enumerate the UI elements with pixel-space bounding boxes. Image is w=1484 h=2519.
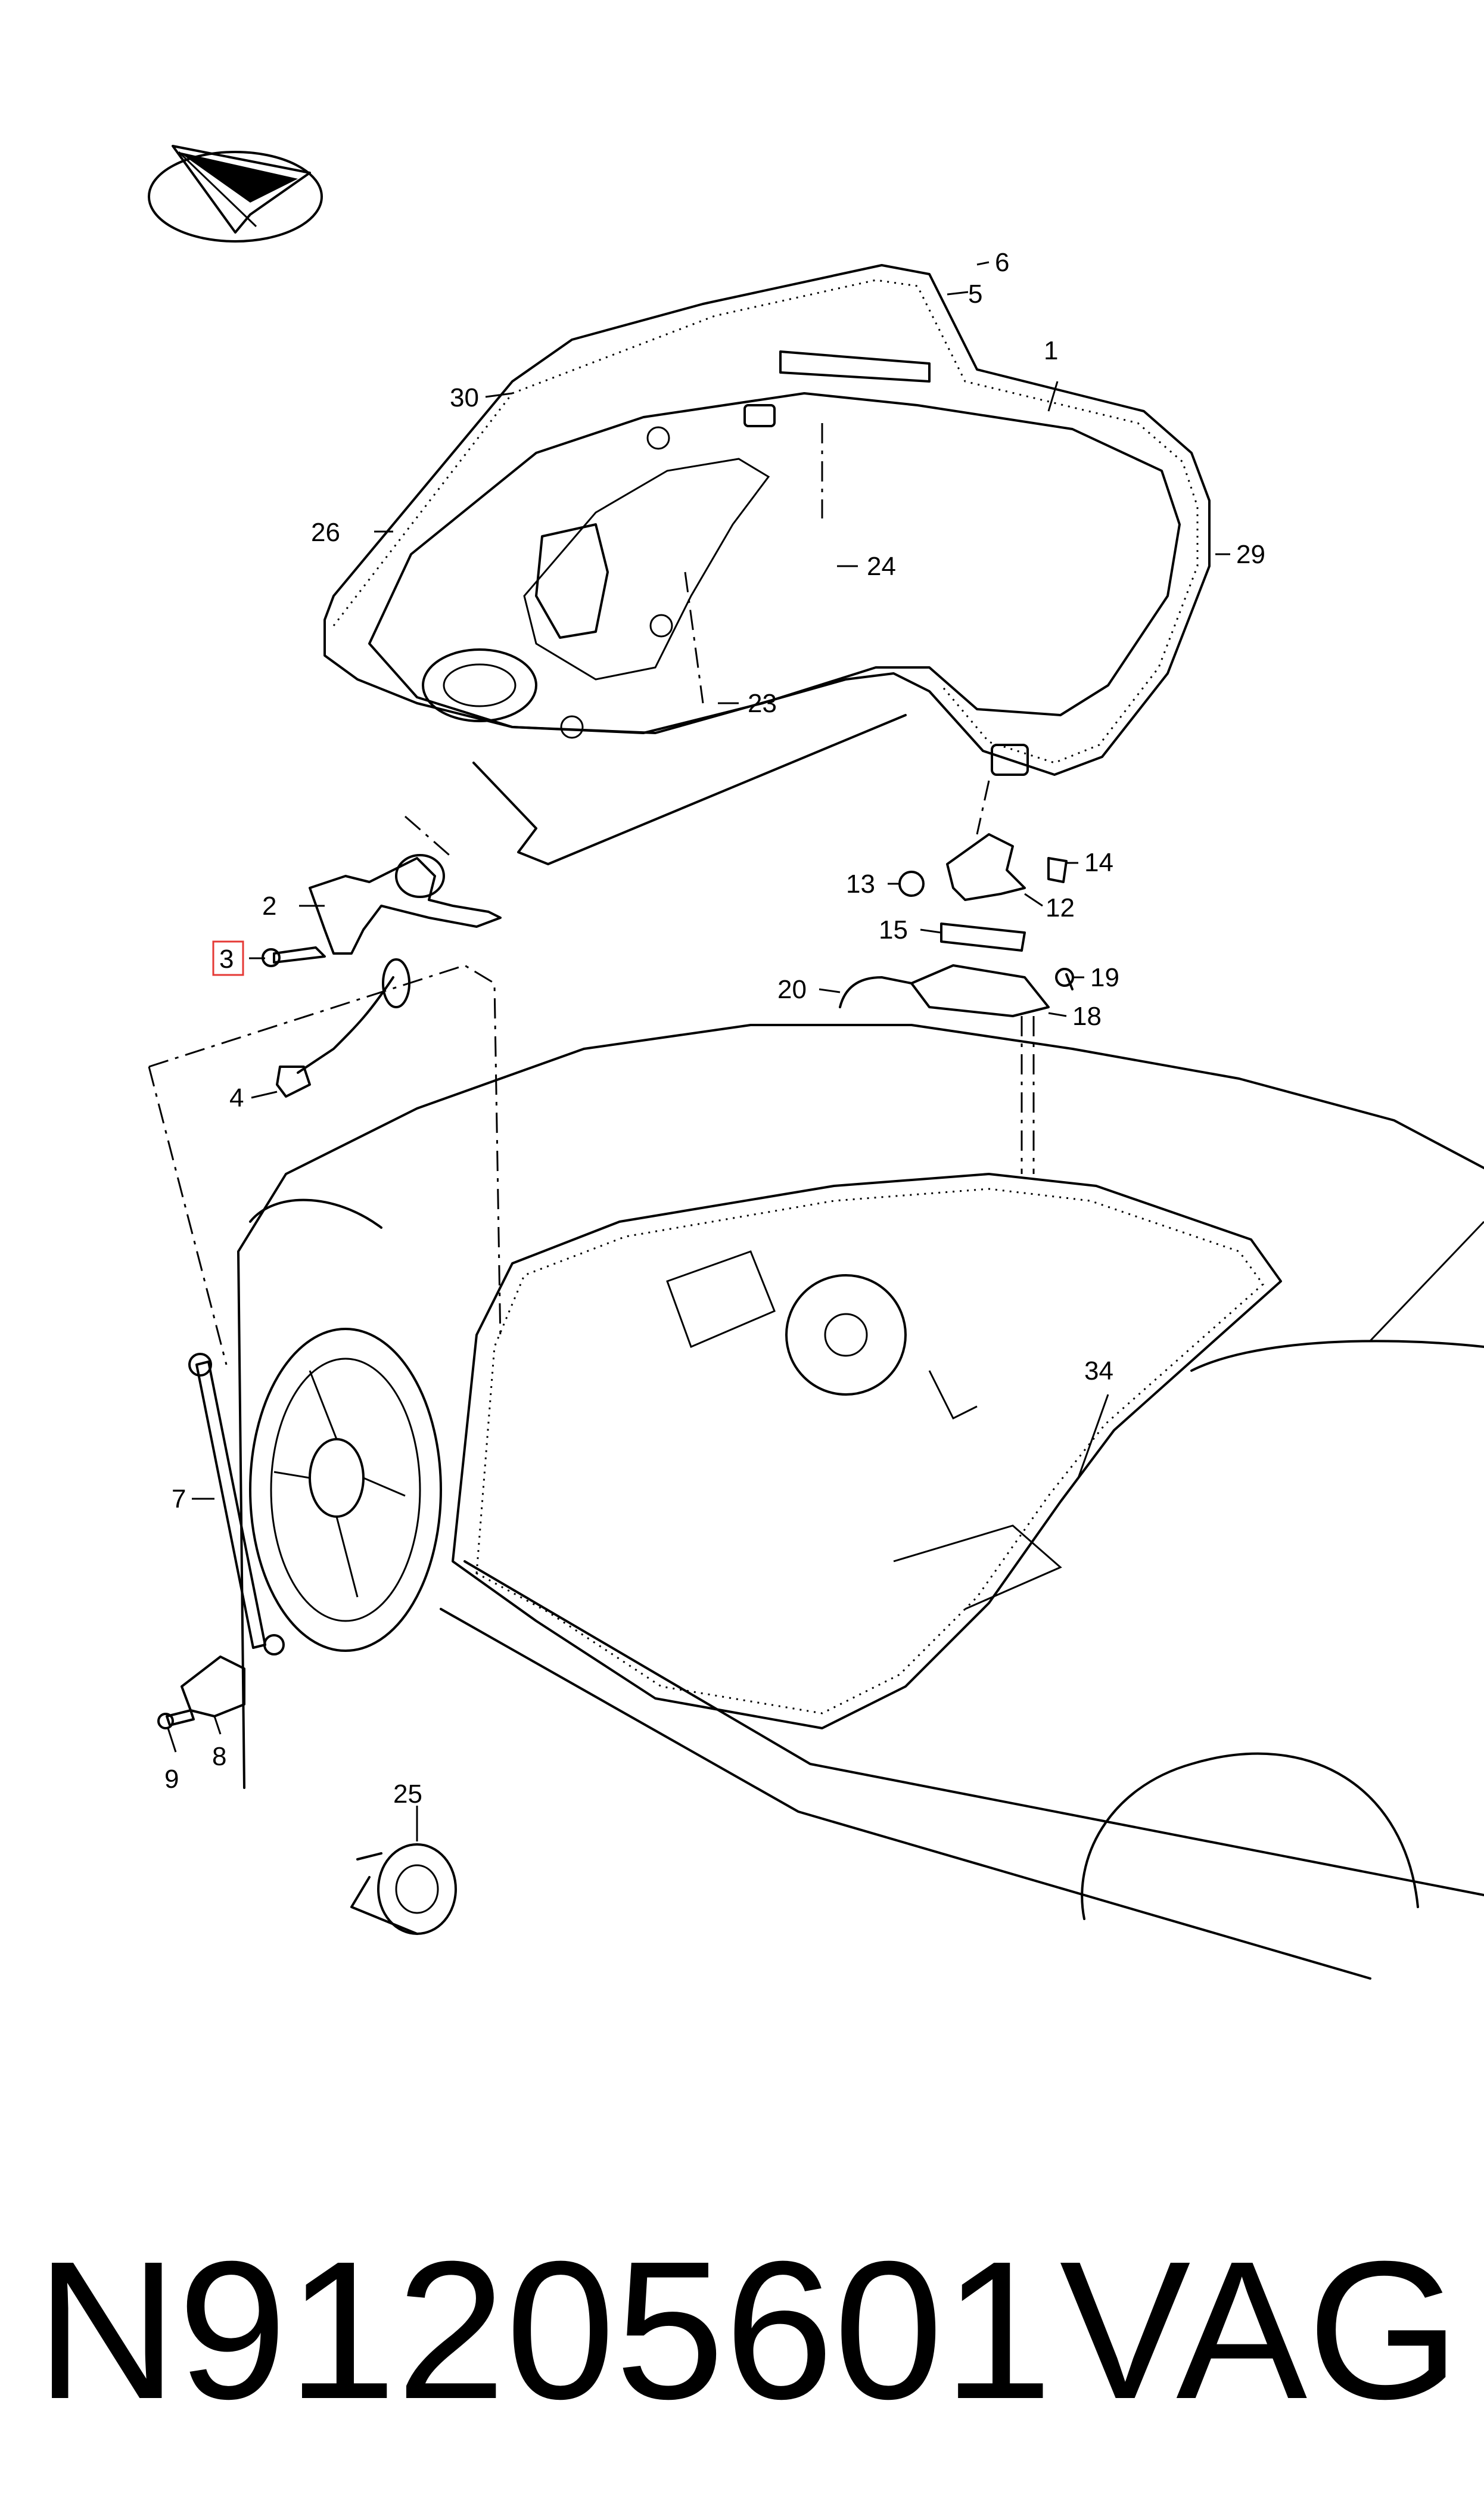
rear-lid <box>323 264 1211 865</box>
latch-assembly <box>839 833 1074 1017</box>
callout-7: 7 <box>172 1484 186 1514</box>
callout-3: 3 <box>219 945 234 974</box>
assembly-lines <box>148 423 1035 1365</box>
exploded-parts-diagram: 1 2 3 4 5 6 7 8 9 12 13 14 15 18 19 20 2… <box>148 145 1484 1980</box>
callout-23: 23 <box>748 689 777 718</box>
leader-lines <box>167 261 1230 1841</box>
callout-2: 2 <box>262 892 276 921</box>
callout-34: 34 <box>1084 1356 1113 1386</box>
tape-roll <box>350 1843 457 1935</box>
callout-15: 15 <box>879 915 908 945</box>
highlight-box <box>212 940 244 976</box>
car-body <box>237 1024 1484 1980</box>
part-number: N91205601 <box>36 2220 1053 2440</box>
callout-26: 26 <box>311 518 340 547</box>
callout-30: 30 <box>450 383 479 412</box>
callout-19: 19 <box>1090 963 1119 992</box>
callout-6: 6 <box>995 248 1009 277</box>
callouts: 1 2 3 4 5 6 7 8 9 12 13 14 15 18 19 20 2… <box>164 248 1265 1809</box>
brand-label: VAG <box>1059 2220 1460 2440</box>
gas-strut-assembly <box>157 1353 285 1729</box>
callout-12: 12 <box>1046 893 1075 923</box>
callout-20: 20 <box>777 975 807 1004</box>
callout-13: 13 <box>846 869 875 899</box>
callout-1: 1 <box>1044 336 1058 365</box>
callout-18: 18 <box>1072 1002 1102 1031</box>
direction-arrow-icon <box>148 145 323 243</box>
callout-9: 9 <box>164 1765 179 1794</box>
callout-14: 14 <box>1084 848 1113 877</box>
callout-8: 8 <box>212 1742 226 1771</box>
callout-29: 29 <box>1236 540 1265 569</box>
callout-24: 24 <box>867 552 896 581</box>
callout-25: 25 <box>393 1779 422 1809</box>
left-hinge-assembly <box>262 854 502 1098</box>
footer: N91205601 VAG <box>0 2205 1484 2455</box>
callout-5: 5 <box>968 279 982 309</box>
callout-4: 4 <box>229 1083 244 1113</box>
